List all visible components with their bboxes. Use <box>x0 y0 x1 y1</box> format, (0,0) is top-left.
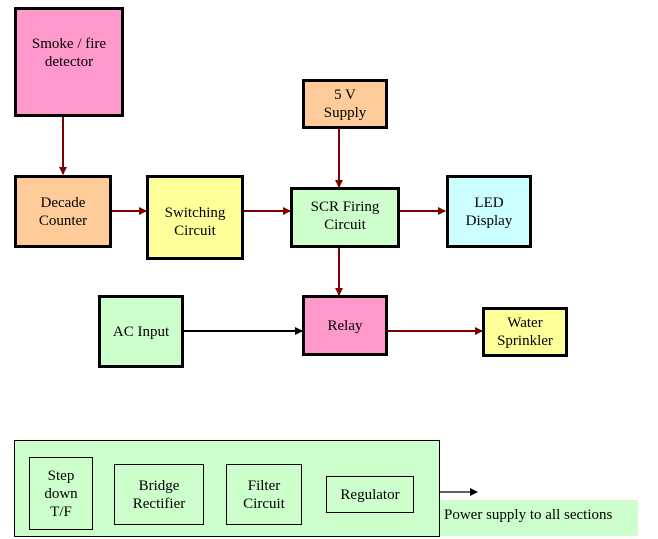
block-ac-input: AC Input <box>98 295 184 368</box>
block-bridge-rectifier: Bridge Rectifier <box>114 464 204 525</box>
block-scr-firing-circuit: SCR Firing Circuit <box>290 187 400 248</box>
block-label: Smoke / fire detector <box>31 36 107 70</box>
block-label: Bridge Rectifier <box>132 477 186 512</box>
block-switching-circuit: Switching Circuit <box>146 175 244 260</box>
block-step-down-transformer: Step down T/F <box>29 457 93 530</box>
block-led-display: LED Display <box>446 175 532 248</box>
block-label: 5 V Supply <box>323 87 367 121</box>
block-label: Relay <box>327 317 363 334</box>
block-5v-supply: 5 V Supply <box>302 79 388 129</box>
block-smoke-detector: Smoke / fire detector <box>14 7 124 117</box>
block-filter-circuit: Filter Circuit <box>226 464 302 525</box>
block-label: LED Display <box>465 194 513 229</box>
block-label: Decade Counter <box>38 194 88 229</box>
block-label: Regulator <box>340 486 400 503</box>
block-regulator: Regulator <box>326 476 414 513</box>
block-label: AC Input <box>112 323 170 340</box>
block-label: SCR Firing Circuit <box>310 199 380 233</box>
block-label: Switching Circuit <box>164 205 226 239</box>
block-water-sprinkler: Water Sprinkler <box>482 307 568 357</box>
power-supply-output-label: Power supply to all sections <box>440 500 638 536</box>
block-label: Step down T/F <box>44 467 78 520</box>
block-label: Water Sprinkler <box>497 315 553 349</box>
block-relay: Relay <box>302 295 388 356</box>
block-decade-counter: Decade Counter <box>14 175 112 248</box>
block-label: Filter Circuit <box>243 477 285 512</box>
